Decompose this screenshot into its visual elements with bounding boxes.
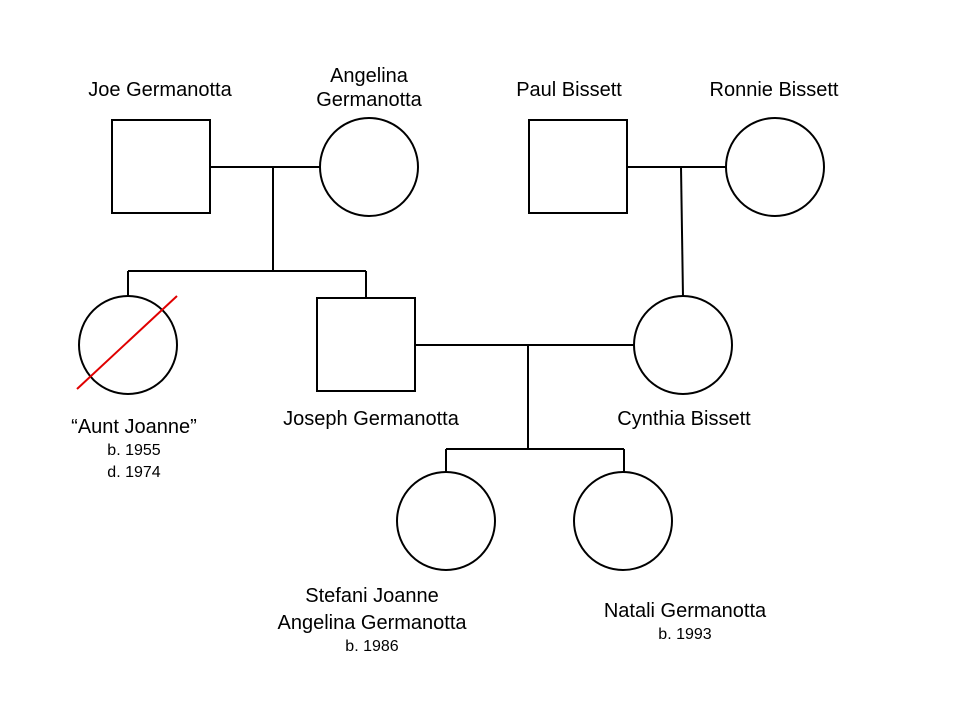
paul-bissett-square	[528, 119, 628, 214]
cynthia-bissett-label: Cynthia Bissett	[617, 408, 751, 430]
stefani-name-line1: Stefani Joanne	[305, 585, 439, 607]
natali-born: b. 1993	[658, 626, 712, 643]
angelina-germanotta-label: Angelina Germanotta	[316, 64, 422, 112]
ronnie-bissett-circle	[725, 117, 825, 217]
stefani-germanotta-label: Stefani Joanne Angelina Germanotta b. 19…	[277, 584, 466, 659]
stefani-name-line2: Angelina Germanotta	[277, 612, 467, 634]
joseph-germanotta-square	[316, 297, 416, 392]
angelina-name-line1: Angelina	[330, 65, 408, 87]
aunt-joanne-name: “Aunt Joanne”	[71, 416, 197, 438]
aunt-joanne-died: d. 1974	[107, 464, 161, 481]
paul-bissett-label: Paul Bissett	[516, 79, 622, 101]
natali-name: Natali Germanotta	[603, 600, 767, 622]
stefani-germanotta-circle	[396, 471, 496, 571]
deceased-slash	[76, 295, 178, 390]
joe-germanotta-label: Joe Germanotta	[88, 79, 232, 101]
aunt-joanne-circle	[78, 295, 178, 395]
natali-germanotta-label: Natali Germanotta b. 1993	[604, 599, 766, 647]
bissett-descent-line	[680, 166, 684, 298]
cynthia-bissett-circle	[633, 295, 733, 395]
angelina-germanotta-circle	[319, 117, 419, 217]
aunt-joanne-label: “Aunt Joanne” b. 1955 d. 1974	[71, 415, 197, 485]
ronnie-bissett-label: Ronnie Bissett	[709, 79, 839, 101]
stefani-born: b. 1986	[345, 638, 399, 655]
aunt-joanne-born: b. 1955	[107, 442, 161, 459]
angelina-name-line2: Germanotta	[316, 89, 422, 111]
joseph-germanotta-label: Joseph Germanotta	[283, 408, 459, 430]
joe-germanotta-square	[111, 119, 211, 214]
natali-germanotta-circle	[573, 471, 673, 571]
